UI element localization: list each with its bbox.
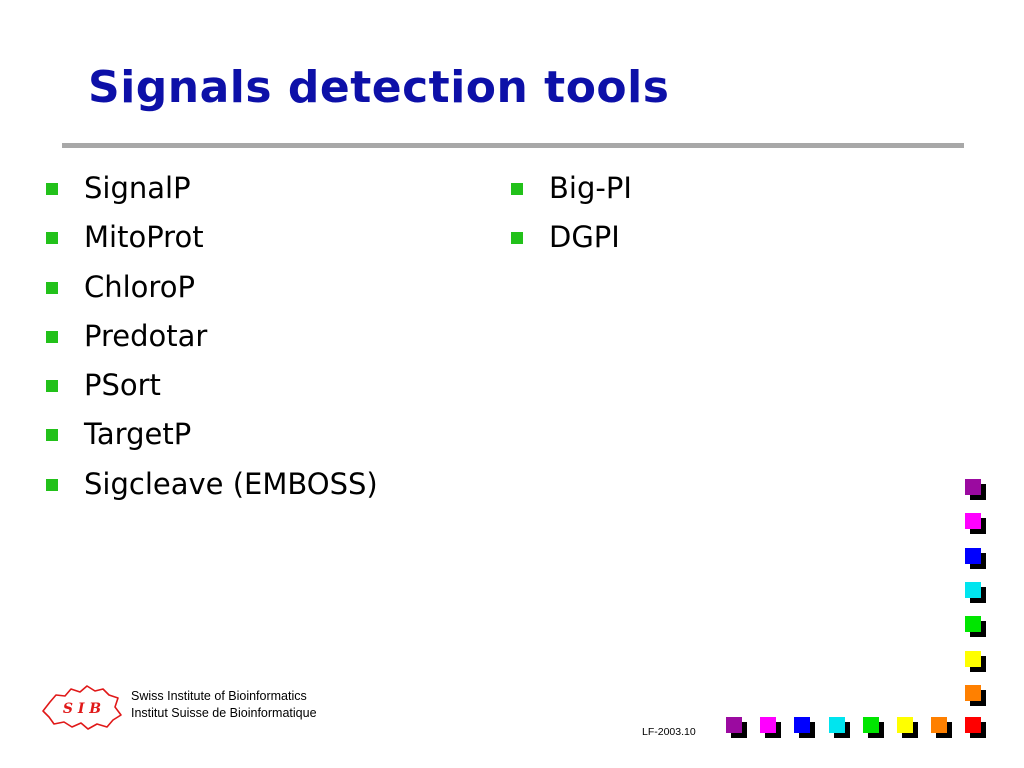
decorative-square xyxy=(897,717,918,738)
bullet-square-icon xyxy=(46,330,58,343)
list-item-label: DGPI xyxy=(549,220,620,255)
decorative-square xyxy=(965,581,986,603)
list-item: MitoProt xyxy=(46,219,378,268)
decorative-square xyxy=(965,650,986,672)
list-item: Big-PI xyxy=(511,170,632,219)
decorative-square xyxy=(760,717,782,738)
list-item: SignalP xyxy=(46,170,378,219)
list-item-label: MitoProt xyxy=(84,220,204,255)
bullet-square-icon xyxy=(46,478,58,491)
list-item-label: Predotar xyxy=(84,318,208,353)
decorative-square xyxy=(965,616,986,638)
list-item: PSort xyxy=(46,367,378,416)
decorative-square xyxy=(794,717,816,738)
decorative-square xyxy=(965,547,986,569)
list-item: Sigcleave (EMBOSS) xyxy=(46,466,378,515)
bullet-square-icon xyxy=(46,232,58,245)
decorative-square xyxy=(965,717,987,738)
decorative-square xyxy=(862,717,884,738)
sib-logo-text: S I B xyxy=(63,701,101,717)
slide-title: Signals detection tools xyxy=(88,62,670,113)
bullet-square-icon xyxy=(46,183,58,195)
list-item: TargetP xyxy=(46,416,378,465)
decorative-square xyxy=(965,684,986,706)
decorative-square xyxy=(965,479,986,500)
list-item-label: Sigcleave (EMBOSS) xyxy=(84,466,378,501)
list-item-label: ChloroP xyxy=(84,269,195,304)
list-item-label: TargetP xyxy=(84,417,192,452)
bullet-square-icon xyxy=(46,429,58,442)
list-item: ChloroP xyxy=(46,269,378,318)
list-item-label: Big-PI xyxy=(549,171,632,205)
organization-name-fr: Institut Suisse de Bioinformatique xyxy=(131,706,317,720)
bullet-square-icon xyxy=(511,183,523,195)
list-item-label: PSort xyxy=(84,368,161,403)
left-bullet-list: SignalP MitoProt ChloroP Predotar PSort … xyxy=(46,170,378,515)
bullet-square-icon xyxy=(46,380,58,393)
decorative-square xyxy=(931,717,953,738)
list-item-label: SignalP xyxy=(84,171,191,205)
organization-name: Swiss Institute of Bioinformatics Instit… xyxy=(131,688,317,722)
bullet-square-icon xyxy=(46,281,58,294)
decorative-square xyxy=(965,513,986,535)
list-item: Predotar xyxy=(46,318,378,367)
right-bullet-list: Big-PI DGPI xyxy=(511,170,632,269)
organization-name-en: Swiss Institute of Bioinformatics xyxy=(131,689,307,703)
decorative-square xyxy=(828,717,850,738)
slide-code: LF-2003.10 xyxy=(642,726,696,738)
sib-logo: S I B xyxy=(42,685,122,730)
title-divider xyxy=(62,143,964,148)
bullet-square-icon xyxy=(511,232,523,245)
decorative-square xyxy=(726,717,747,738)
list-item: DGPI xyxy=(511,219,632,268)
